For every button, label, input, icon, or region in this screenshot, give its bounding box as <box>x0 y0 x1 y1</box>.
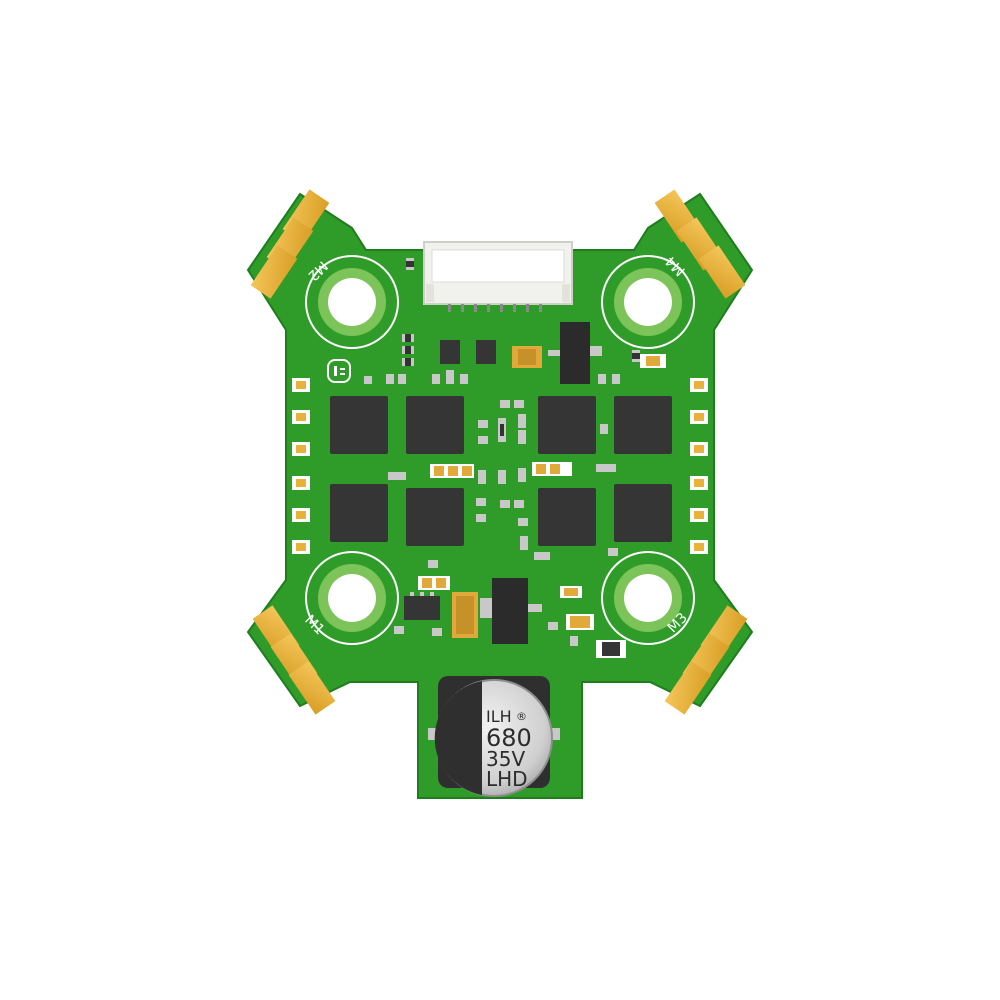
mosfet-chip <box>614 484 672 542</box>
motor-pads-m2 <box>250 189 330 299</box>
capacitor-polarity-mark <box>434 681 482 795</box>
mosfet-array <box>330 396 672 546</box>
capacitor-registered-mark: ® <box>516 710 527 723</box>
mosfet-chip <box>614 396 672 454</box>
mosfet-chip <box>538 488 596 546</box>
mosfet-chip <box>330 484 388 542</box>
connector-pins <box>448 304 542 312</box>
silk-ring <box>601 255 695 349</box>
side-pads-right <box>690 378 708 554</box>
connector-slot <box>431 249 565 283</box>
capacitor-voltage: 35V <box>486 747 525 771</box>
smd-components-bottom <box>394 548 626 658</box>
hole <box>328 574 376 622</box>
motor-pads-m1 <box>252 605 336 715</box>
hole <box>624 278 672 326</box>
connector-foot-left <box>426 284 434 302</box>
mounting-hole-m1 <box>305 551 399 645</box>
silk-ring <box>601 551 695 645</box>
mosfet-chip <box>406 488 464 546</box>
mosfet-chip <box>538 396 596 454</box>
capacitor-brand: ILH <box>486 707 512 726</box>
smd-components-top <box>364 258 666 444</box>
mounting-hole-m2 <box>305 255 399 349</box>
iflight-logo-icon <box>327 359 351 383</box>
pad <box>698 245 746 299</box>
mosfet-chip <box>406 396 464 454</box>
hole <box>624 574 672 622</box>
hole <box>328 278 376 326</box>
mosfet-chip <box>330 396 388 454</box>
pad <box>288 661 336 715</box>
jst-connector <box>423 241 573 312</box>
motor-pads-m3 <box>664 605 748 715</box>
capacitor: ILH ® 680 35V LHD <box>428 676 560 797</box>
capacitor-value: 680 <box>486 724 532 752</box>
motor-pads-m4 <box>654 189 746 299</box>
silk-ring <box>305 551 399 645</box>
connector-foot-right <box>562 284 570 302</box>
side-pads-left <box>292 378 310 554</box>
mounting-hole-m3 <box>601 551 695 645</box>
silk-ring <box>305 255 399 349</box>
smd-components-middle <box>388 462 616 550</box>
capacitor-series: LHD <box>486 767 528 791</box>
pad <box>250 245 298 299</box>
pad <box>664 661 712 715</box>
mounting-hole-m4 <box>601 255 695 349</box>
